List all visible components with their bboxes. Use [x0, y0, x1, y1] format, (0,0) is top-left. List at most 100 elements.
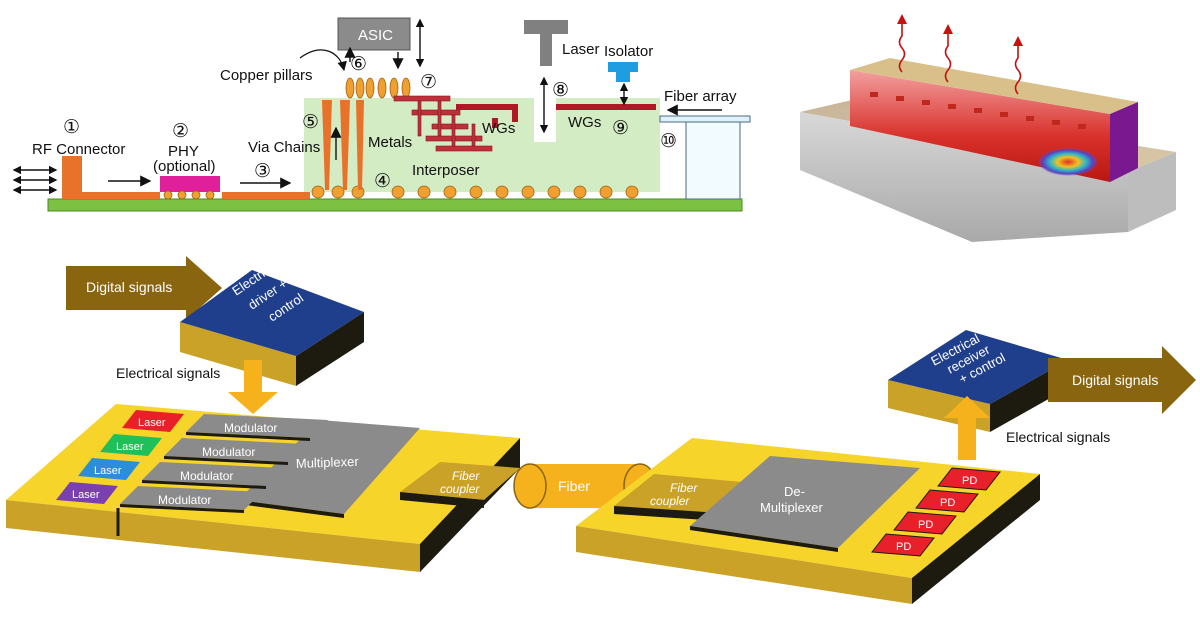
phy-chip — [160, 176, 220, 192]
rf-connector-label: RF Connector — [32, 141, 125, 158]
phy-balls — [163, 190, 215, 200]
isolator-neck — [616, 72, 630, 82]
digital-in-label: Digital signals — [86, 279, 172, 295]
photodetector-label: PD — [962, 475, 977, 487]
metals-label: Metals — [368, 134, 412, 151]
laser-device — [524, 20, 568, 66]
modulator-block — [142, 462, 284, 486]
wg-grating — [870, 92, 1086, 129]
rx-coupler-block — [614, 474, 742, 512]
waveguides — [456, 104, 656, 128]
modulator-label: Modulator — [202, 445, 255, 459]
phy-trace — [222, 192, 310, 199]
fiber-array-label: Fiber array — [664, 88, 737, 105]
transmitter: Digital signals Electrical driver + cont… — [6, 256, 520, 572]
tx-coupler-side — [400, 492, 484, 508]
demux-side — [690, 526, 838, 552]
laser-chip-label: Laser — [94, 465, 122, 477]
phy-label: PHY — [168, 143, 199, 160]
fiber-end-left — [513, 463, 547, 509]
copper-pillars — [345, 77, 411, 99]
photodetector — [871, 533, 935, 557]
digital-in-arrow — [66, 256, 222, 320]
fiber-array-block — [685, 121, 741, 200]
isolator-top — [608, 62, 638, 72]
rf-connector-body — [62, 156, 82, 199]
wgs-left-label: WGs — [482, 120, 515, 137]
modulator-edge — [186, 432, 310, 441]
marker-1: ① — [63, 117, 80, 138]
asic-chip — [337, 17, 411, 51]
marker-7: ⑦ — [420, 72, 437, 93]
rx-electrical-arrow — [944, 396, 990, 460]
marker-2: ② — [172, 121, 189, 142]
phy-sub-label: (optional) — [153, 158, 216, 175]
asic-label: ASIC — [358, 27, 393, 44]
demux-line-1: De- — [784, 484, 805, 499]
tx-coupler-line-1: Fiber — [452, 469, 480, 483]
digital-out-label: Digital signals — [1072, 372, 1158, 388]
multiplexer-side — [238, 500, 344, 518]
emission-arrows — [898, 24, 1022, 95]
modulator-block — [120, 486, 262, 510]
modulator-edge — [142, 480, 266, 489]
cross-section-diagram: ① RF Connector ② PHY (optional) ③ Via Ch… — [12, 17, 751, 212]
marker-5: ⑤ — [302, 112, 319, 133]
wg-base-front — [800, 112, 1128, 242]
laser-chip-label: Laser — [72, 489, 100, 501]
laser-chip-label: Laser — [116, 441, 144, 453]
rx-coupler-line-2: coupler — [650, 494, 690, 508]
wg-ridge-side — [1110, 102, 1138, 182]
photodetector — [937, 467, 1001, 491]
driver-right — [296, 312, 364, 386]
modulator-label: Modulator — [180, 469, 233, 483]
rx-coupler-side — [614, 506, 706, 520]
photodetector-label: PD — [940, 497, 955, 509]
rx-coupler-line-1: Fiber — [670, 481, 698, 495]
isolator-label: Isolator — [604, 43, 653, 60]
wg-base-right — [1128, 152, 1176, 232]
laser-label: Laser — [562, 41, 600, 58]
laser-cavity — [534, 98, 556, 142]
laser-chip — [100, 434, 162, 456]
rx-platform-side — [912, 474, 1040, 604]
rx-electrical-label: Electrical signals — [1006, 429, 1110, 445]
driver-side — [180, 322, 296, 386]
driver-top — [180, 270, 364, 356]
marker-4: ④ — [374, 171, 391, 192]
fiber-array-top — [659, 115, 751, 123]
marker-6: ⑥ — [350, 54, 367, 75]
laser-chip — [78, 458, 140, 480]
marker-9: ⑨ — [612, 118, 629, 139]
interposer-label: Interposer — [412, 162, 480, 179]
copper-pillars-label: Copper pillars — [220, 67, 313, 84]
tx-platform-front — [6, 500, 420, 572]
tx-electrical-label: Electrical signals — [116, 365, 220, 381]
emission-arrowheads — [897, 14, 1023, 46]
board — [47, 198, 743, 212]
tx-electrical-arrow — [228, 360, 278, 414]
tx-coupler-line-2: coupler — [440, 482, 480, 496]
modulator-label: Modulator — [158, 493, 211, 507]
modulator-edge — [164, 456, 288, 465]
via-chains — [322, 100, 364, 190]
multiplexer-block — [238, 420, 420, 514]
wgs-right-label: WGs — [568, 114, 601, 131]
copper-pillars-pointer — [299, 49, 347, 72]
digital-out-arrow — [1048, 346, 1196, 414]
rx-ctrl-top — [888, 330, 1068, 404]
rx-platform-front — [576, 526, 912, 604]
modulator-block — [164, 438, 306, 462]
receiver: Fiber coupler De- Multiplexer Electrical… — [576, 330, 1196, 604]
photodetector-label: PD — [918, 519, 933, 531]
photodetector — [915, 489, 979, 513]
wg-ridge-top — [850, 58, 1138, 114]
laser-chip — [56, 482, 118, 504]
fiber-label: Fiber — [558, 478, 590, 494]
marker-10: ⑩ — [660, 131, 677, 152]
metal-layers — [393, 95, 493, 152]
laser-chip — [122, 410, 184, 432]
waveguide-3d-render — [800, 14, 1176, 242]
